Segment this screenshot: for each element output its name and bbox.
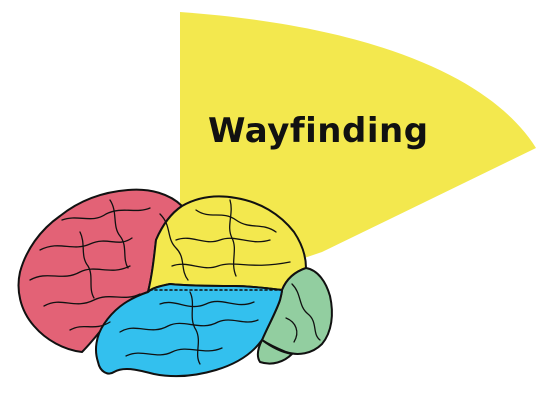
wayfinding-label: Wayfinding (208, 111, 429, 151)
cerebellum (256, 339, 293, 365)
gyri-lines (29, 199, 321, 365)
